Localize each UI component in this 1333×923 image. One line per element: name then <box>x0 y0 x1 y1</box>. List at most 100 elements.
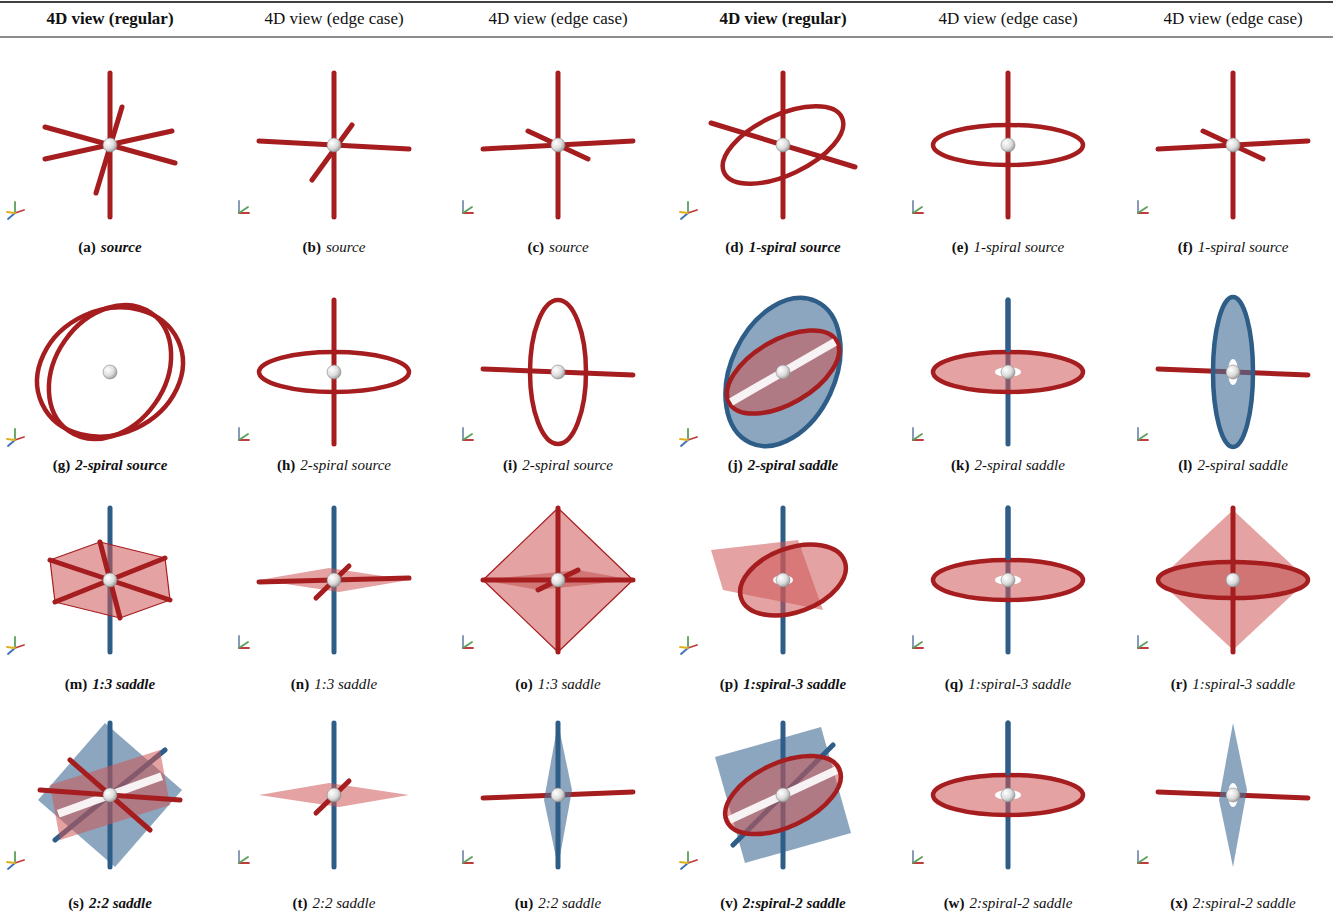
axis-triad <box>7 429 24 446</box>
axis-line <box>15 210 24 213</box>
phase-portrait <box>913 723 1083 867</box>
axis-line <box>8 440 15 446</box>
phase-portrait <box>1138 73 1308 217</box>
subfigure-caption: (n)1:3 saddle <box>291 676 377 693</box>
critical-point <box>1226 788 1240 802</box>
critical-point <box>103 788 117 802</box>
axis-line <box>15 860 24 863</box>
critical-point <box>327 138 341 152</box>
subfigure-caption: (u)2:2 saddle <box>515 895 601 912</box>
subfigure-caption: (r)1:spiral-3 saddle <box>1171 676 1296 693</box>
axis-triad <box>680 202 697 219</box>
plane-surface <box>50 542 170 618</box>
white-band <box>728 766 838 823</box>
axis-line <box>15 437 24 440</box>
axis-triad <box>7 852 24 869</box>
critical-point <box>327 573 341 587</box>
phase-portrait <box>7 281 204 462</box>
critical-point <box>1226 365 1240 379</box>
subfigure-letter: (a) <box>78 239 96 255</box>
axis-triad <box>680 852 697 869</box>
axis-triad <box>680 637 697 654</box>
axis-line <box>462 428 464 440</box>
axis-line <box>688 645 697 648</box>
subfigure-letter: (g) <box>53 457 71 473</box>
axis-line <box>688 860 697 863</box>
critical-point <box>327 365 341 379</box>
subfigure-caption: (t)2:2 saddle <box>293 895 376 912</box>
axis-line <box>688 437 697 440</box>
axis-line <box>462 851 464 863</box>
phase-portrait <box>680 279 863 464</box>
axis-triad <box>7 637 24 654</box>
plane-surface <box>483 570 633 590</box>
subfigure-letter: (e) <box>952 239 969 255</box>
axis-line <box>681 440 688 446</box>
axis-triad <box>7 202 24 219</box>
column-header: 4D view (edge case) <box>1163 9 1302 29</box>
disc <box>713 313 852 430</box>
phase-portrait <box>239 73 409 217</box>
critical-point <box>776 788 790 802</box>
axis-line <box>681 213 688 219</box>
column-header: 4D view (edge case) <box>488 9 627 29</box>
subfigure-letter: (d) <box>725 239 743 255</box>
subfigure-caption: (i)2-spiral source <box>503 457 613 474</box>
subfigure-caption: (k)2-spiral saddle <box>951 457 1065 474</box>
orbit-ring <box>933 125 1083 165</box>
axis-line <box>7 212 15 213</box>
subfigure-caption: (w)2:spiral-2 saddle <box>944 895 1073 912</box>
subfigure-caption: (j)2-spiral saddle <box>728 457 838 474</box>
red-rod <box>96 107 122 193</box>
phase-portrait <box>1138 508 1308 652</box>
phase-portrait <box>1138 297 1308 447</box>
critical-point-type: 1-spiral source <box>749 239 841 255</box>
phase-portrait <box>239 508 409 652</box>
axis-line <box>14 202 16 213</box>
axis-line <box>239 642 248 648</box>
axis-triad <box>463 428 473 440</box>
axis-triad <box>913 201 923 213</box>
disc <box>730 531 855 629</box>
axis-line <box>239 434 248 440</box>
subfigure-caption: (e)1-spiral source <box>952 239 1064 256</box>
subfigure-letter: (h) <box>277 457 295 473</box>
subfigure-caption: (m)1:3 saddle <box>65 676 155 693</box>
subfigure-caption: (f)1-spiral source <box>1178 239 1289 256</box>
plane-surface <box>544 723 572 867</box>
critical-point <box>1001 138 1015 152</box>
header-rule <box>0 37 1333 38</box>
phase-portrait <box>913 73 1083 217</box>
critical-point <box>551 788 565 802</box>
axis-line <box>1138 434 1147 440</box>
blue-rod <box>1006 723 1011 773</box>
phase-portrait <box>463 73 633 217</box>
axis-line <box>687 852 689 863</box>
critical-point <box>327 788 341 802</box>
critical-point-type: 1:3 saddle <box>314 676 377 692</box>
axis-line <box>462 636 464 648</box>
red-rod <box>316 566 349 598</box>
axis-line <box>14 429 16 440</box>
subfigure-letter: (f) <box>1178 239 1193 255</box>
axis-line <box>463 642 472 648</box>
subfigure-letter: (r) <box>1171 676 1188 692</box>
plane-surface <box>483 508 633 652</box>
critical-point-type: 2-spiral source <box>75 457 167 473</box>
column-header: 4D view (regular) <box>46 9 173 29</box>
axis-triad <box>913 636 923 648</box>
axis-line <box>680 439 688 440</box>
axis-triad <box>680 429 697 446</box>
subfigure-letter: (u) <box>515 895 533 911</box>
critical-point-type: 2:spiral-2 saddle <box>1193 895 1296 911</box>
red-rod <box>1203 131 1263 159</box>
axis-line <box>912 201 914 213</box>
critical-point <box>103 573 117 587</box>
subfigure-caption: (d) 1-spiral source <box>725 239 840 256</box>
axis-line <box>1138 642 1147 648</box>
axis-triad <box>1138 201 1148 213</box>
axis-line <box>913 857 922 863</box>
subfigure-caption: (g)2-spiral source <box>53 457 168 474</box>
red-rod <box>538 570 578 590</box>
subfigure-letter: (t) <box>293 895 308 911</box>
